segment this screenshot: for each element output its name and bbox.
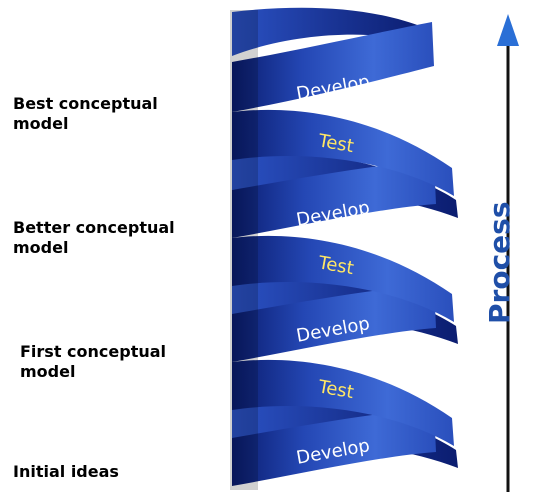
- spiral-band-front: [232, 160, 436, 238]
- spiral-band-front: [232, 284, 436, 362]
- stage-label-line1: Best conceptual: [13, 94, 158, 113]
- spiral-band-front: [232, 408, 436, 486]
- stage-label-first: First conceptual model: [20, 342, 166, 382]
- spiral-band-test: [232, 109, 454, 196]
- stage-label-initial: Initial ideas: [13, 462, 119, 482]
- stage-label-line2: model: [13, 114, 69, 133]
- process-axis-label: Process: [483, 201, 516, 325]
- stage-label-line1: Initial ideas: [13, 462, 119, 481]
- stage-label-line1: First conceptual: [20, 342, 167, 361]
- spiral-band-test: [232, 235, 454, 322]
- up-arrow-icon: [497, 14, 519, 46]
- stage-label-better: Better conceptual model: [13, 218, 175, 258]
- spiral-band-front: [232, 22, 434, 112]
- spiral-shadow: [230, 10, 258, 490]
- spiral-band-back: [232, 7, 427, 57]
- spiral-band-test: [232, 359, 454, 446]
- stage-label-line2: model: [13, 238, 69, 257]
- stage-label-line1: Better conceptual: [13, 218, 175, 237]
- stage-label-line2: model: [20, 362, 76, 381]
- stage-label-best: Best conceptual model: [13, 94, 158, 134]
